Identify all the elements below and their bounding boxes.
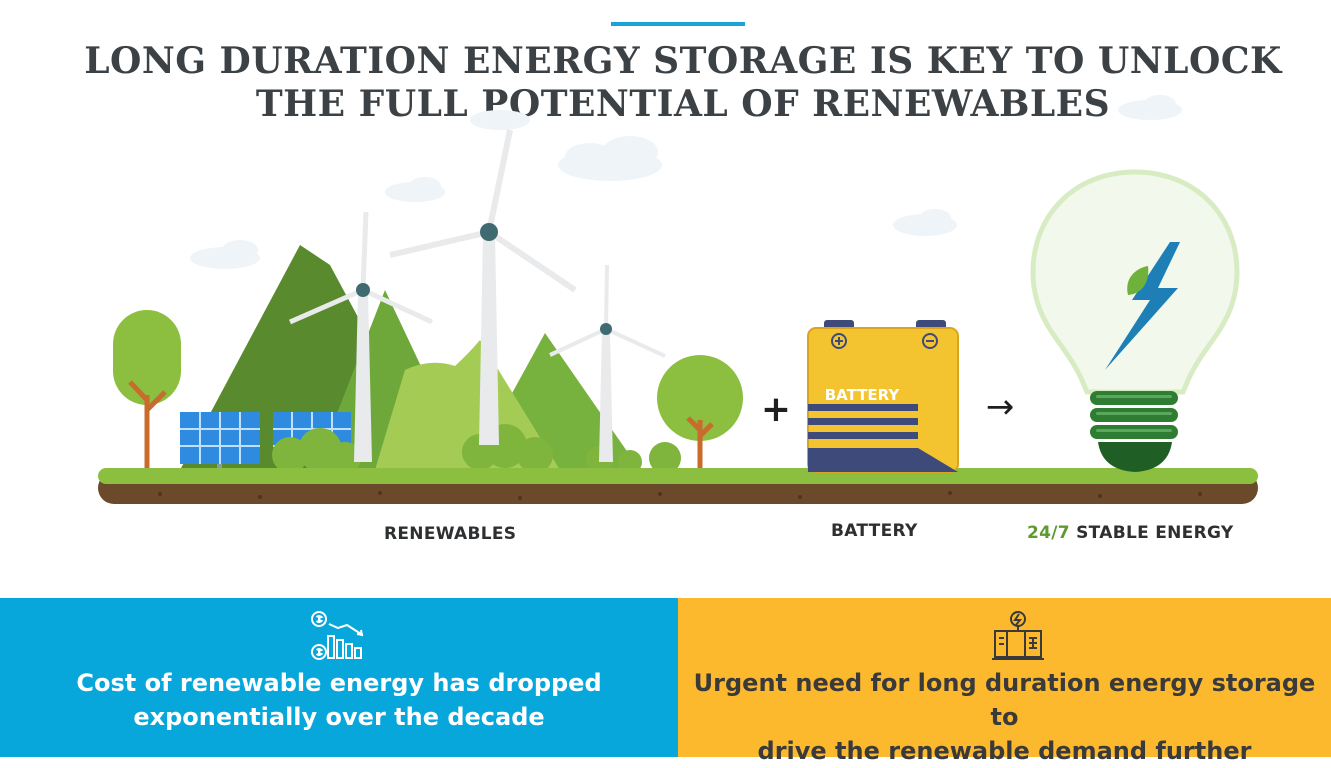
clouds [190, 95, 1182, 269]
title-accent-bar [611, 22, 745, 26]
title-line-1: LONG DURATION ENERGY STORAGE IS KEY TO U… [84, 40, 1282, 82]
storage-panel-text: Urgent need for long duration energy sto… [678, 666, 1331, 768]
cost-panel-text: Cost of renewable energy has dropped exp… [0, 666, 678, 734]
battery-icon: BATTERY [807, 320, 959, 473]
title-line-2: THE FULL POTENTIAL OF RENEWABLES [255, 83, 1111, 125]
tree-left [113, 310, 181, 470]
storage-panel-line-1: Urgent need for long duration energy sto… [693, 669, 1316, 731]
caption-renewables: RENEWABLES [384, 524, 517, 544]
storage-panel: Urgent need for long duration energy sto… [678, 598, 1331, 765]
cost-panel-line-2: exponentially over the decade [133, 703, 545, 731]
cost-panel-line-1: Cost of renewable energy has dropped [76, 669, 602, 697]
light-bulb-icon [1030, 169, 1240, 472]
renewables-illustration: + BATTERY → [98, 95, 1258, 504]
caption-stable-accent: 24/7 [1027, 523, 1070, 543]
storage-panel-line-2: drive the renewable demand further [757, 737, 1252, 765]
plus-symbol: + [761, 389, 791, 430]
wind-turbine-left [288, 211, 434, 462]
bushes [272, 424, 681, 474]
energy-storage-unit-icon [992, 611, 1044, 660]
tree-right [657, 355, 743, 470]
battery-label: BATTERY [825, 386, 901, 404]
caption-battery: BATTERY [831, 521, 918, 541]
ground [98, 468, 1258, 484]
wind-turbine-center [389, 129, 577, 445]
page-title: LONG DURATION ENERGY STORAGE IS KEY TO U… [40, 40, 1326, 126]
cost-panel: Cost of renewable energy has dropped exp… [0, 598, 678, 757]
leaf-icon [1127, 266, 1149, 295]
caption-stable-energy: 24/7 STABLE ENERGY [1027, 523, 1233, 543]
wind-turbine-right [549, 264, 666, 462]
arrow-symbol: → [986, 387, 1015, 427]
dollar-declining-bar-chart-icon [311, 611, 364, 660]
lightning-bolt-icon [1105, 242, 1180, 370]
soil-dots [158, 491, 1202, 500]
caption-stable-rest: STABLE ENERGY [1069, 523, 1234, 543]
